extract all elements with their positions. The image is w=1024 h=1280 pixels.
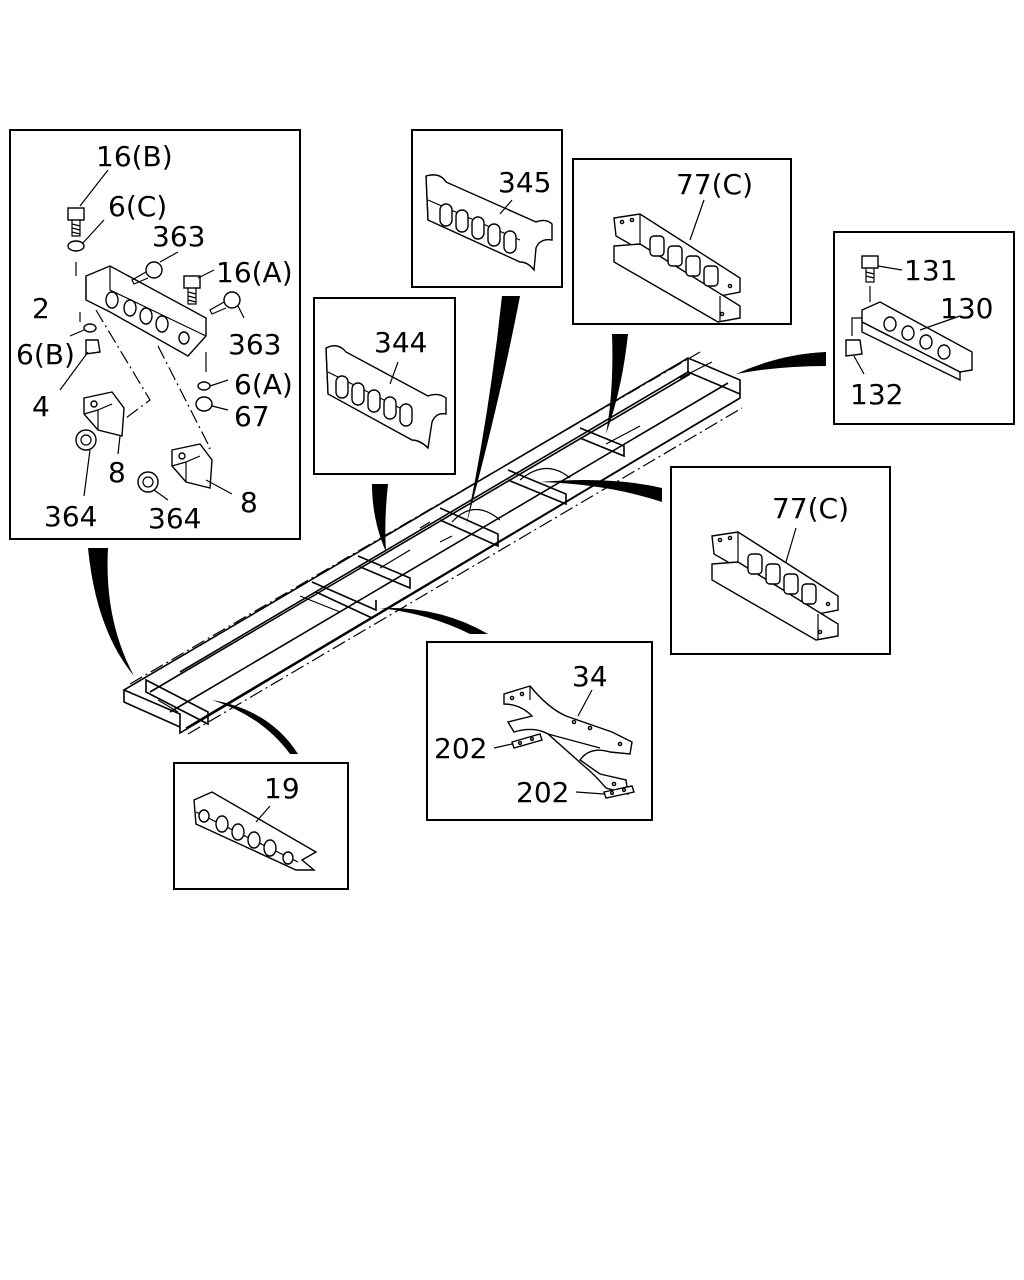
nut-icon	[195, 396, 213, 412]
washer-icon	[67, 240, 85, 252]
label-130: 130	[940, 292, 993, 325]
nut-icon	[75, 429, 97, 451]
label-16b: 16(B)	[96, 140, 173, 173]
label-202-right: 202	[516, 776, 569, 809]
crossmember-344	[325, 345, 447, 450]
label-67: 67	[234, 400, 270, 433]
mount-bracket	[83, 391, 125, 437]
label-8-right: 8	[240, 486, 258, 519]
crossmember-130	[861, 301, 973, 382]
shim-plate	[603, 785, 635, 799]
crossmember-34	[503, 685, 633, 795]
label-364-right: 364	[148, 502, 201, 535]
crossmember-77c-top-panel: 77(C)	[572, 158, 792, 325]
mount-bracket	[171, 443, 213, 489]
crossmember-77c-top	[613, 213, 741, 323]
leader-wedges	[88, 296, 826, 754]
washer-icon	[83, 323, 97, 333]
bolt-icon	[183, 275, 201, 305]
bolt-icon	[131, 261, 163, 285]
label-19: 19	[264, 772, 300, 805]
crossmember-130-panel: 131 130 132	[833, 231, 1015, 425]
label-6b: 6(B)	[16, 338, 75, 371]
shim-plate	[511, 733, 543, 749]
crossmember-344-panel: 344	[313, 297, 456, 475]
label-8-left: 8	[108, 456, 126, 489]
crossmember-19	[193, 791, 318, 871]
label-345: 345	[498, 166, 551, 199]
crossmember-345	[425, 174, 553, 272]
crossmember-34-panel: 34 202 202	[426, 641, 653, 821]
label-364-left: 364	[44, 500, 97, 533]
label-4: 4	[32, 390, 50, 423]
bolt-icon	[861, 255, 879, 283]
bolt-icon	[67, 207, 85, 237]
nut-icon	[85, 339, 101, 355]
label-344: 344	[374, 326, 427, 359]
label-202-left: 202	[434, 732, 487, 765]
crossmember-77c-mid-panel: 77(C)	[670, 466, 891, 655]
crossmember-77c-mid	[711, 531, 839, 641]
label-131: 131	[904, 254, 957, 287]
label-363-upper: 363	[152, 220, 205, 253]
crossmember-19-panel: 19	[173, 762, 349, 890]
nut-icon	[137, 471, 159, 493]
bracket-panel: 16(B) 6(C) 363 16(A) 2 363 6(B) 6(A) 4 6…	[9, 129, 301, 540]
nut-icon	[845, 339, 863, 357]
label-77c-mid: 77(C)	[772, 492, 849, 525]
chassis-frame	[122, 351, 743, 735]
label-2: 2	[32, 292, 50, 325]
label-132: 132	[850, 378, 903, 411]
cross-member-bracket	[85, 265, 207, 357]
bolt-icon	[209, 291, 241, 315]
label-34: 34	[572, 660, 608, 693]
label-77c-top: 77(C)	[676, 168, 753, 201]
label-6a: 6(A)	[234, 368, 293, 401]
label-16a: 16(A)	[216, 256, 293, 289]
label-363-lower: 363	[228, 328, 281, 361]
crossmember-345-panel: 345	[411, 129, 563, 288]
label-6c: 6(C)	[108, 190, 167, 223]
washer-icon	[197, 381, 211, 391]
